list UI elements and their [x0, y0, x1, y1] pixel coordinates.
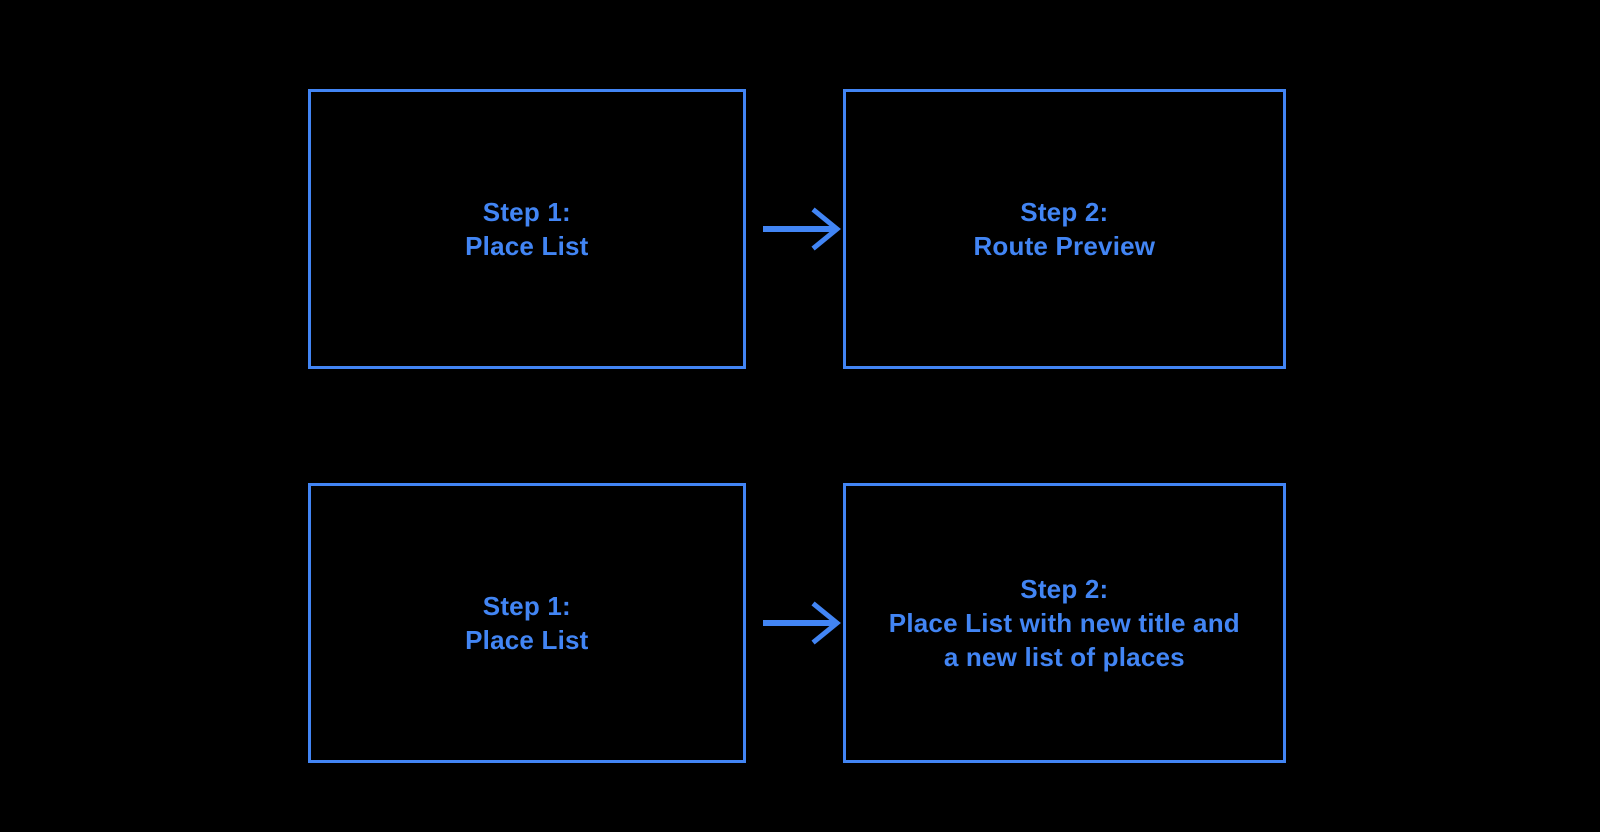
step-box-label: Step 1: Place List	[465, 196, 589, 261]
flow-row-place-list-updated: Step 1: Place List Step 2: Place List wi…	[308, 483, 1286, 763]
arrow-right-icon	[762, 207, 841, 251]
connector-top	[746, 89, 843, 369]
step-box-place-list-top[interactable]: Step 1: Place List	[308, 89, 746, 369]
step-box-label: Step 2: Route Preview	[973, 196, 1156, 261]
flow-row-route-preview: Step 1: Place List Step 2: Route Preview	[308, 89, 1286, 369]
arrow-right-icon	[762, 601, 841, 645]
step-box-place-list-updated[interactable]: Step 2: Place List with new title and a …	[842, 483, 1286, 763]
step-box-label: Step 2: Place List with new title and a …	[888, 573, 1240, 673]
step-box-route-preview[interactable]: Step 2: Route Preview	[842, 89, 1286, 369]
connector-bottom	[746, 483, 843, 763]
step-box-label: Step 1: Place List	[465, 590, 589, 655]
step-box-place-list-bottom[interactable]: Step 1: Place List	[308, 483, 746, 763]
